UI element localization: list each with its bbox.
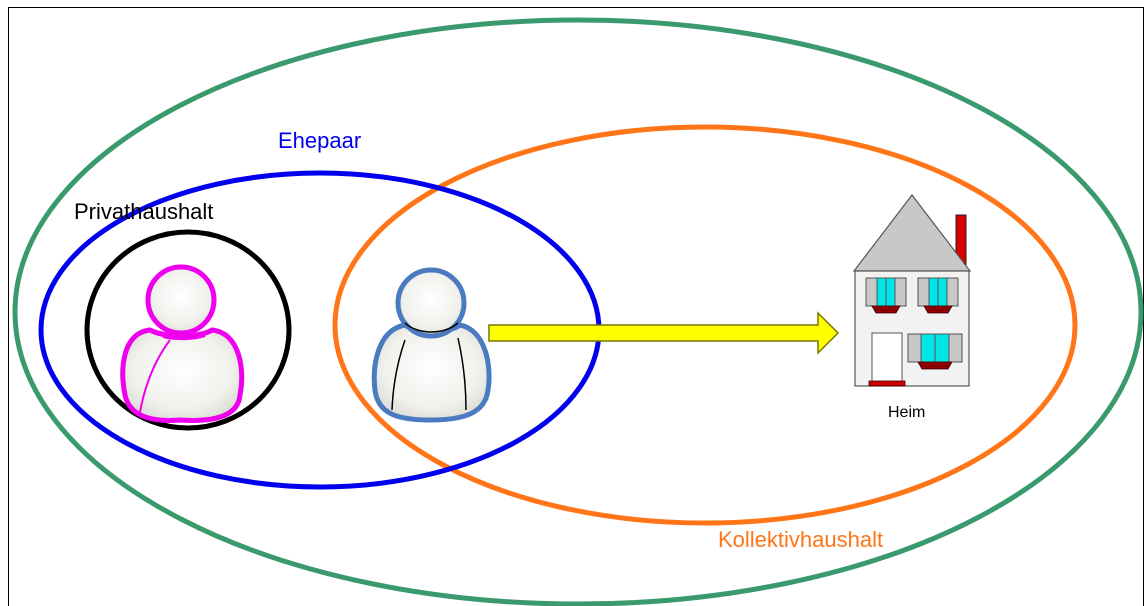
kollektivhaushalt-label: Kollektivhaushalt <box>718 527 883 552</box>
kollektivhaushalt-ellipse <box>332 124 1078 526</box>
privathaushalt-label: Privathaushalt <box>74 199 213 224</box>
heim-label: Heim <box>888 404 925 421</box>
person-left-icon <box>120 264 245 423</box>
arrow-right-icon <box>488 311 840 355</box>
house-icon <box>852 194 972 387</box>
person-right-icon <box>371 267 492 423</box>
outer-ellipse <box>12 17 1144 606</box>
ehepaar-label: Ehepaar <box>278 128 361 153</box>
privathaushalt-circle <box>84 229 292 431</box>
